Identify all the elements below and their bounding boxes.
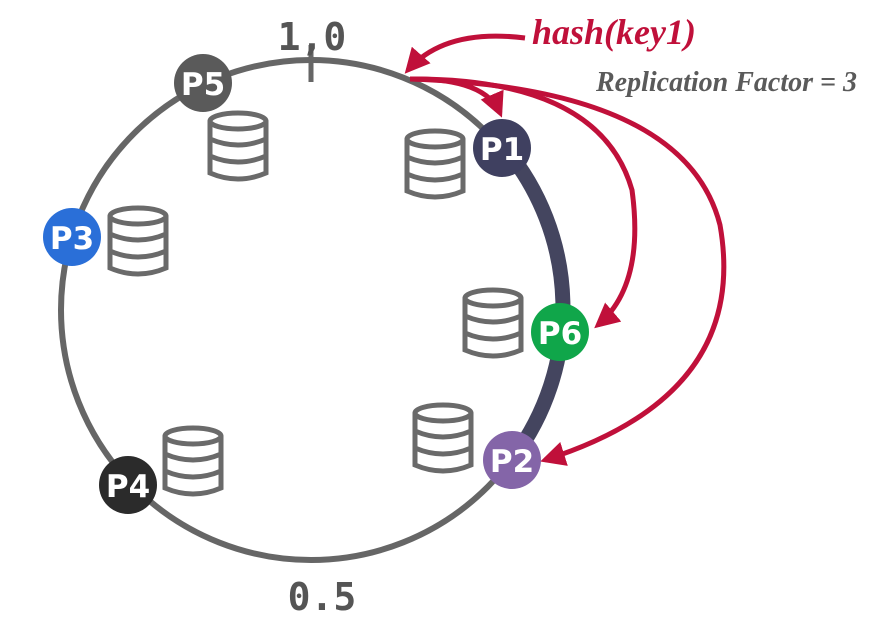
partition-node-p3-label: P3 [50,221,94,257]
partition-node-p1-circle [473,119,531,177]
partition-node-p5-label: P5 [181,67,225,103]
partition-node-p4-circle [99,456,157,514]
replica-arrow-p6 [409,76,638,329]
replica-range-arc [497,140,571,466]
partition-node-p6-circle [531,303,589,361]
ring-bottom-label: 0.5 [288,575,357,619]
ring-top-label: 1,0 [278,15,347,59]
database-icon [210,113,266,179]
partition-node-p1-label: P1 [480,132,524,168]
partition-node-p5: P5 [174,54,232,112]
database-icon [165,428,221,494]
hash-key-label: hash(key1) [532,12,696,52]
database-icon [465,290,521,356]
partition-node-p3: P3 [43,208,101,266]
partition-node-p6-label: P6 [538,316,582,352]
database-icon [407,131,463,197]
hash-arrow [404,33,526,74]
partition-node-p2-circle [483,431,541,489]
partition-node-p4: P4 [99,456,157,514]
partition-node-p3-circle [43,208,101,266]
partition-node-p6: P6 [531,303,589,361]
partition-node-p1: P1 [473,119,531,177]
replication-factor-label: Replication Factor = 3 [595,67,857,98]
partition-node-p5-circle [174,54,232,112]
partition-node-p2: P2 [483,431,541,489]
partition-node-p4-label: P4 [106,469,150,505]
partition-node-p2-label: P2 [490,444,534,480]
replica-arrow-p2 [409,76,727,466]
database-icon [415,405,471,471]
database-icon [110,208,166,274]
